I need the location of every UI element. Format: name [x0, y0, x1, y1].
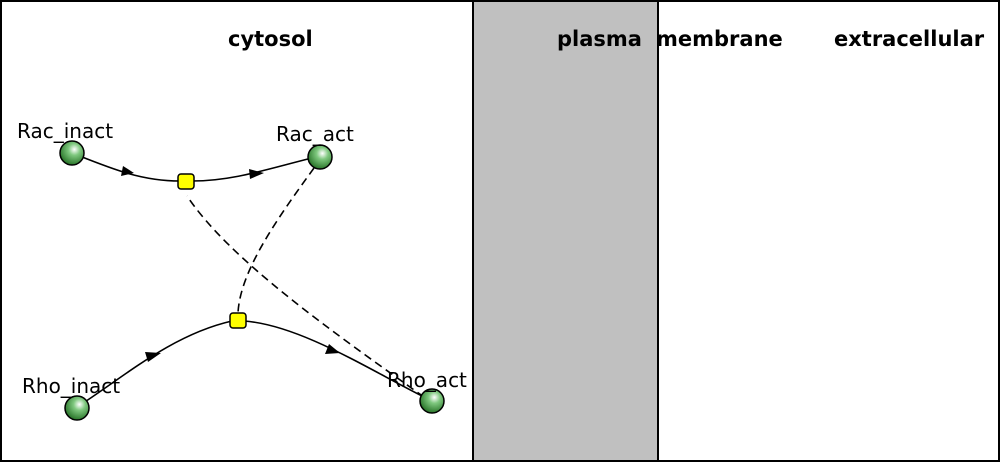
- rac-inact-label: Rac_inact: [17, 119, 113, 143]
- rho-act-label: Rho_act: [387, 368, 467, 392]
- extracellular-label: extracellular: [834, 27, 985, 51]
- cytosol-label: cytosol: [228, 27, 313, 51]
- plasma-membrane-label-left: plasma: [557, 27, 642, 51]
- rho-inact-node[interactable]: [64, 395, 90, 421]
- rac-arrowhead-2: [249, 169, 264, 179]
- plasma-membrane-label-right: membrane: [656, 27, 783, 51]
- rac-act-node[interactable]: [307, 144, 333, 170]
- rac-activation-reaction[interactable]: [177, 173, 195, 190]
- rho-activation-reaction[interactable]: [229, 312, 247, 329]
- rac-act-label: Rac_act: [276, 122, 354, 146]
- cytosol-compartment: [0, 0, 474, 462]
- rho-arrowhead-1: [145, 352, 161, 362]
- modifier-edge-rac-act-to-rho-reaction[interactable]: [237, 167, 315, 314]
- rho-arrowhead-2: [325, 344, 340, 354]
- rho-inact-label: Rho_inact: [22, 374, 120, 398]
- modifier-edge-rho-act-to-rac-reaction[interactable]: [186, 195, 425, 398]
- plasma-membrane-compartment: [472, 0, 659, 462]
- rac-inact-node[interactable]: [59, 140, 85, 166]
- rho-act-node[interactable]: [419, 388, 445, 414]
- extracellular-compartment: [657, 0, 1000, 462]
- rac-arrowhead-1: [121, 166, 134, 176]
